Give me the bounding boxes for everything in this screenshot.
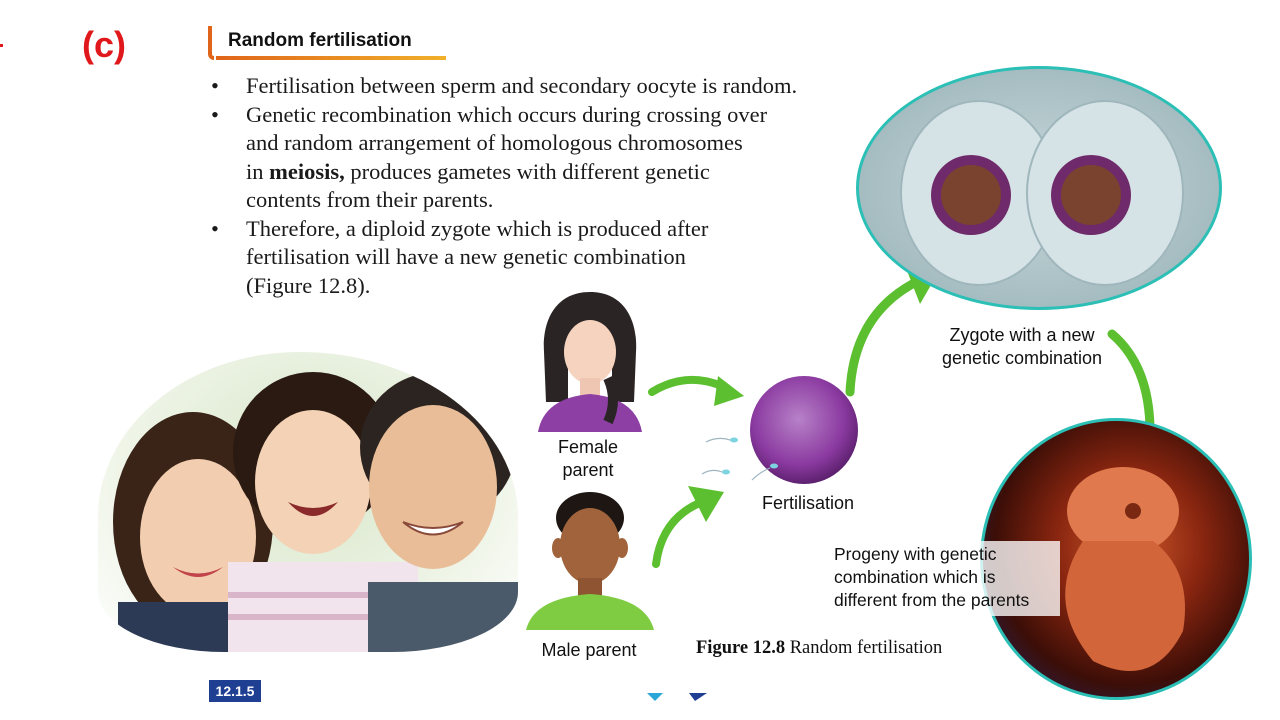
bullet-line: fertilisation will have a new genetic co…	[246, 244, 686, 269]
green-arrow-icon	[652, 486, 724, 568]
heading-text: Random fertilisation	[228, 30, 412, 51]
bullet-dot: •	[211, 101, 219, 127]
bullet-item: • Therefore, a diploid zygote which is p…	[208, 215, 908, 301]
label-line: parent	[562, 460, 614, 480]
label-line: combination which is	[834, 567, 996, 587]
zygote-image	[856, 66, 1222, 310]
family-photo	[98, 352, 518, 652]
ovum-icon	[701, 376, 858, 484]
bullet-line: Therefore, a diploid zygote which is pro…	[246, 215, 709, 241]
male-parent-label: Male parent	[541, 640, 637, 660]
embryo-illustration	[1065, 467, 1185, 671]
heading-bracket	[208, 26, 214, 60]
label-line: different from the parents	[834, 590, 1030, 610]
bullet-list: • Fertilisation between sperm and second…	[208, 72, 908, 300]
green-arrow-icon	[648, 375, 744, 406]
label-line: Progeny with genetic	[834, 544, 997, 564]
section-heading: Random fertilisation	[208, 26, 446, 62]
fertilisation-label: Fertilisation	[761, 493, 855, 513]
bullet-dot: •	[211, 73, 219, 98]
bullet-line: contents from their parents.	[246, 187, 494, 212]
bold-term: meiosis,	[269, 158, 345, 184]
label-line: Female	[557, 437, 619, 457]
page-nav-icon	[647, 693, 707, 701]
female-parent-label: Female parent	[548, 436, 628, 482]
caption-text: Random fertilisation	[785, 638, 943, 658]
sperm-icon	[701, 437, 778, 481]
bullet-dot: •	[211, 215, 219, 241]
male-avatar-icon	[526, 492, 654, 630]
figure-caption: Figure 12.8 Random fertilisation	[696, 638, 942, 659]
bullet-item: • Fertilisation between sperm and second…	[208, 72, 908, 101]
bullet-text: in	[246, 158, 270, 184]
section-letter: (c)	[82, 24, 126, 65]
heading-underline	[216, 56, 446, 60]
female-avatar-icon	[538, 292, 642, 432]
bullet-line: in meiosis, produces gametes with differ…	[246, 158, 908, 187]
zygote-cells	[900, 100, 1184, 286]
learning-standard-badge: 12.1.5	[209, 680, 261, 702]
progeny-label: Progeny with genetic combination which i…	[830, 541, 1060, 616]
bullet-line: Genetic recombination which occurs durin…	[246, 101, 768, 127]
zygote-label: Zygote with a new genetic combination	[930, 324, 1114, 370]
bullet-text: produces gametes with different genetic	[344, 158, 710, 184]
margin-mark	[0, 44, 3, 47]
bullet-line: (Figure 12.8).	[246, 272, 371, 298]
bullet-line: and random arrangement of homologous chr…	[246, 130, 743, 155]
label-line: genetic combination	[941, 348, 1103, 368]
caption-number: Figure 12.8	[696, 638, 786, 658]
label-line: Zygote with a new	[949, 325, 1095, 345]
family-illustration	[113, 372, 518, 652]
bullet-item: • Genetic recombination which occurs dur…	[208, 101, 908, 215]
bullet-line: Fertilisation between sperm and secondar…	[246, 73, 798, 98]
